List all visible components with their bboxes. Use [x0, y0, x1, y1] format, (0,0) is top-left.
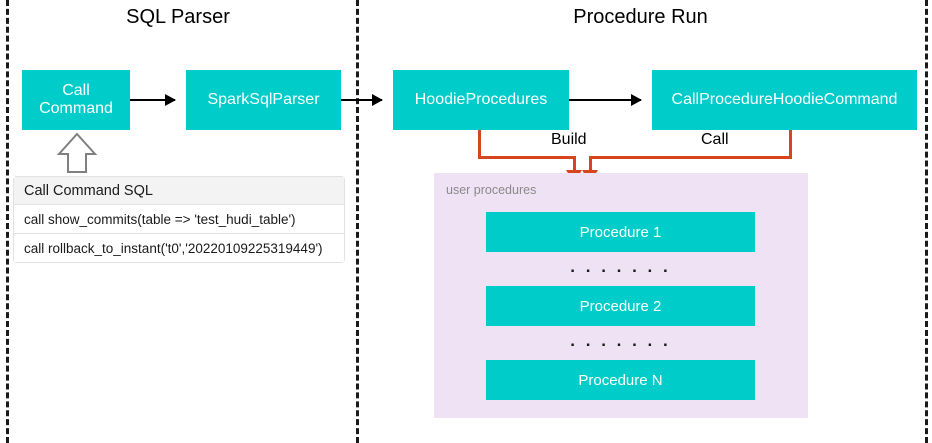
procedure-ellipsis: . . . . . . .: [570, 257, 671, 276]
node-hoodie-procedures[interactable]: HoodieProcedures: [393, 70, 569, 130]
connector-build-vertical-left: [478, 130, 481, 159]
user-procedures-label: user procedures: [446, 183, 537, 197]
sql-table-row: call rollback_to_instant('t0','202201092…: [13, 233, 345, 263]
node-call-command[interactable]: Call Command: [22, 70, 130, 130]
section-title-procedure-run: Procedure Run: [573, 6, 708, 28]
node-call-command-line2: Command: [39, 100, 113, 117]
edge-label-call: Call: [697, 131, 733, 149]
node-spark-sql-parser[interactable]: SparkSqlParser: [186, 70, 341, 130]
procedure-item[interactable]: Procedure 2: [486, 286, 755, 326]
divider-left-dashed: [6, 0, 9, 443]
edge-label-build: Build: [547, 131, 591, 149]
arrow-call-command-to-spark-sql-parser: [130, 94, 176, 106]
arrow-up-sql-to-call-command: [56, 132, 98, 173]
divider-middle-dashed: [356, 0, 359, 443]
procedure-ellipsis: . . . . . . .: [570, 331, 671, 350]
arrow-hoodie-procedures-to-call-procedure-hoodie-command: [569, 94, 642, 106]
connector-build-horizontal: [478, 156, 576, 159]
divider-right-dashed: [925, 0, 928, 443]
connector-call-horizontal: [589, 156, 792, 159]
connector-build-vertical-right: [573, 156, 576, 172]
sql-table-header: Call Command SQL: [13, 176, 345, 205]
procedure-item[interactable]: Procedure 1: [486, 212, 755, 252]
arrow-spark-sql-parser-to-hoodie-procedures: [341, 94, 383, 106]
sql-table-row: call show_commits(table => 'test_hudi_ta…: [13, 204, 345, 234]
call-command-sql-table: Call Command SQL call show_commits(table…: [13, 176, 345, 263]
node-call-command-line1: Call: [62, 81, 90, 99]
section-title-sql-parser: SQL Parser: [126, 6, 230, 28]
connector-call-vertical-left: [589, 156, 592, 172]
connector-call-vertical-right: [789, 130, 792, 159]
node-call-procedure-hoodie-command[interactable]: CallProcedureHoodieCommand: [652, 70, 917, 130]
procedure-item[interactable]: Procedure N: [486, 360, 755, 400]
user-procedures-panel: user procedures Procedure 1 . . . . . . …: [434, 173, 808, 418]
